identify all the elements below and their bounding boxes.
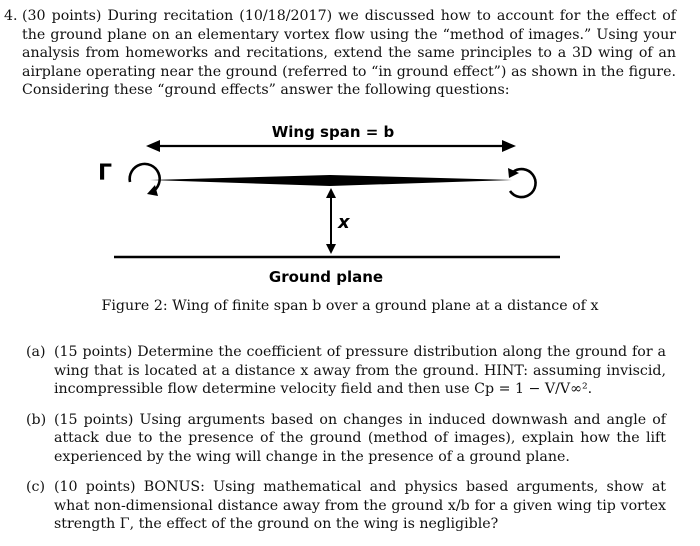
ground-label: Ground plane bbox=[269, 268, 383, 286]
part-a: (a) (15 points) Determine the coefficien… bbox=[26, 343, 666, 399]
question-parts: (a) (15 points) Determine the coefficien… bbox=[26, 343, 666, 546]
wing-shape bbox=[150, 175, 512, 186]
part-text: (10 points) BONUS: Using mathematical an… bbox=[54, 479, 666, 532]
figure-drawing: Wing span = b Γ x Ground plane bbox=[98, 123, 560, 286]
part-label: (a) bbox=[26, 344, 46, 360]
left-vortex-icon bbox=[128, 162, 161, 196]
gamma-label: Γ bbox=[98, 161, 112, 186]
part-text: (15 points) Using arguments based on cha… bbox=[54, 411, 666, 465]
height-label: x bbox=[337, 212, 351, 233]
part-text: (15 points) Determine the coefficient of… bbox=[54, 344, 666, 397]
part-b: (b) (15 points) Using arguments based on… bbox=[26, 411, 666, 467]
problem-number: 4. bbox=[4, 8, 18, 24]
wing-figure: Wing span = b Γ x Ground plane bbox=[0, 118, 700, 298]
height-arrow bbox=[326, 188, 336, 254]
figure-caption: Figure 2: Wing of finite span b over a g… bbox=[101, 298, 599, 314]
part-c: (c) (10 points) BONUS: Using mathematica… bbox=[26, 478, 666, 534]
problem-text: (30 points) During recitation (10/18/201… bbox=[22, 8, 676, 98]
part-label: (c) bbox=[26, 479, 46, 495]
span-arrow bbox=[146, 140, 516, 152]
right-vortex-icon bbox=[508, 167, 537, 199]
problem-statement: 4. (30 points) During recitation (10/18/… bbox=[4, 7, 676, 100]
part-label: (b) bbox=[26, 411, 47, 428]
span-label: Wing span = b bbox=[272, 123, 395, 141]
